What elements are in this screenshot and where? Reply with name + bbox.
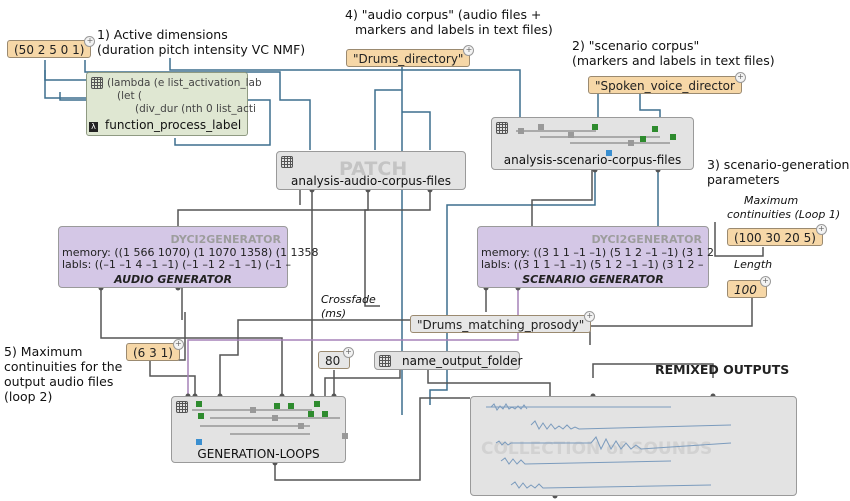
drums-matching-prosody-text: "Drums_matching_prosody" bbox=[417, 318, 585, 332]
output-continuities-line4: (loop 2) bbox=[4, 389, 53, 404]
lambda-code-line-1: (lambda (e list_activation_lab bbox=[107, 77, 262, 89]
generator-watermark: DYCI2GENERATOR bbox=[170, 233, 281, 246]
output-continuities-annotation: 5) Maximum bbox=[4, 344, 83, 359]
max-continuities-text: (100 30 20 5) bbox=[734, 231, 816, 245]
patch-grid-icon bbox=[281, 156, 293, 168]
patch-grid-icon bbox=[176, 401, 188, 413]
audio-generator-box[interactable]: DYCI2GENERATOR memory: ((1 566 1070) (1 … bbox=[58, 226, 319, 288]
drums-directory-text: "Drums_directory" bbox=[353, 52, 464, 66]
analysis-scenario-corpus-label: analysis-scenario-corpus-files bbox=[503, 153, 682, 167]
lambda-icon: λ bbox=[89, 122, 98, 132]
audio-generator-title: AUDIO GENERATOR bbox=[114, 273, 232, 286]
patch-grid-icon bbox=[91, 77, 103, 89]
name-output-folder-label: name_output_folder bbox=[402, 354, 523, 368]
add-input-icon[interactable]: + bbox=[584, 311, 596, 322]
active-dimensions-subtitle: (duration pitch intensity VC NMF) bbox=[97, 42, 306, 57]
patch-grid-icon bbox=[496, 122, 508, 134]
add-input-icon[interactable]: + bbox=[760, 276, 771, 287]
spoken-voice-directory-text: "Spoken_voice_director bbox=[595, 79, 735, 93]
length-value[interactable]: 100 + bbox=[727, 276, 771, 298]
name-output-folder-box[interactable]: name_output_folder bbox=[374, 351, 523, 370]
scenario-generation-annotation: 3) scenario-generation bbox=[707, 157, 850, 172]
add-input-icon[interactable]: + bbox=[84, 36, 96, 47]
output-continuities-text: (6 3 1) bbox=[133, 346, 173, 360]
audio-generator-labels: labls: ((–1 –1 4 –1 –1) (–1 –1 2 –1 –1) … bbox=[62, 258, 291, 271]
max-continuities-sublabel: continuities (Loop 1) bbox=[727, 208, 841, 221]
add-input-icon[interactable]: + bbox=[734, 72, 746, 83]
audio-corpus-subtitle: markers and labels in text files) bbox=[355, 22, 553, 37]
lambda-code-line-2: (let ( bbox=[117, 90, 143, 102]
collection-watermark: COLLECTION of SOUNDS bbox=[481, 439, 713, 459]
lambda-function-box[interactable]: (lambda (e list_activation_lab (let ( (d… bbox=[86, 72, 262, 136]
scenario-generator-title: SCENARIO GENERATOR bbox=[522, 273, 664, 286]
length-text: 100 bbox=[734, 283, 757, 297]
lambda-function-name: function_process_label bbox=[105, 118, 242, 132]
remixed-outputs-title: REMIXED OUTPUTS bbox=[655, 362, 790, 377]
generation-loops-label: GENERATION-LOOPS bbox=[197, 447, 320, 461]
crossfade-label: Crossfade bbox=[321, 293, 376, 306]
scenario-generator-labels: labls: ((3 1 1 –1 –1) (5 1 2 –1 –1) (3 1… bbox=[481, 258, 704, 271]
drums-directory-value[interactable]: "Drums_directory" + bbox=[346, 45, 475, 67]
analysis-audio-corpus-patch[interactable]: PATCH analysis-audio-corpus-files bbox=[276, 151, 466, 190]
add-input-icon[interactable]: + bbox=[343, 347, 354, 358]
length-label: Length bbox=[734, 258, 773, 271]
scenario-generation-subtitle: parameters bbox=[707, 172, 780, 187]
patch-preview bbox=[510, 122, 690, 156]
scenario-generator-memory: memory: ((3 1 1 –1 –1) (5 1 2 –1 –1) (3 … bbox=[481, 246, 715, 259]
generator-watermark: DYCI2GENERATOR bbox=[591, 233, 702, 246]
patch-watermark: PATCH bbox=[339, 158, 408, 180]
add-input-icon[interactable]: + bbox=[463, 45, 475, 56]
lambda-code-line-3: (div_dur (nth 0 list_acti bbox=[135, 103, 256, 115]
spoken-voice-directory-value[interactable]: "Spoken_voice_director + bbox=[588, 72, 746, 94]
generation-loops-patch[interactable]: GENERATION-LOOPS bbox=[171, 396, 348, 463]
analysis-scenario-corpus-patch[interactable]: analysis-scenario-corpus-files bbox=[491, 117, 694, 170]
active-dimensions-text: (50 2 5 0 1) bbox=[14, 43, 85, 57]
audio-corpus-annotation: 4) "audio corpus" (audio files + bbox=[345, 7, 542, 22]
waveform-collection bbox=[486, 403, 732, 489]
max-continuities-label: Maximum bbox=[744, 194, 799, 207]
scenario-generator-box[interactable]: DYCI2GENERATOR memory: ((3 1 1 –1 –1) (5… bbox=[477, 226, 714, 288]
output-continuities-line3: output audio files bbox=[4, 374, 114, 389]
analysis-audio-corpus-label: analysis-audio-corpus-files bbox=[291, 174, 451, 188]
patch-preview bbox=[190, 399, 348, 445]
active-dimensions-annotation: 1) Active dimensions bbox=[97, 27, 228, 42]
scenario-corpus-annotation: 2) "scenario corpus" bbox=[572, 38, 700, 53]
sound-collection-box[interactable]: COLLECTION of SOUNDS bbox=[470, 396, 797, 496]
add-input-icon[interactable]: + bbox=[172, 339, 184, 350]
output-continuities-line2: continuities for the bbox=[4, 359, 123, 374]
drums-matching-prosody-value[interactable]: "Drums_matching_prosody" + bbox=[410, 311, 596, 333]
output-continuities-value[interactable]: (6 3 1) + bbox=[126, 339, 184, 361]
crossfade-unit-label: (ms) bbox=[321, 307, 347, 320]
active-dimensions-value[interactable]: (50 2 5 0 1) + bbox=[7, 36, 96, 58]
patch-grid-icon bbox=[379, 355, 391, 367]
add-input-icon[interactable]: + bbox=[815, 224, 827, 235]
audio-generator-memory: memory: ((1 566 1070) (1 1070 1358) (1 1… bbox=[62, 246, 319, 259]
scenario-corpus-subtitle: (markers and labels in text files) bbox=[572, 53, 775, 68]
crossfade-text: 80 bbox=[325, 354, 341, 368]
max-continuities-value[interactable]: (100 30 20 5) + bbox=[727, 224, 827, 246]
crossfade-value[interactable]: 80 + bbox=[318, 347, 354, 369]
